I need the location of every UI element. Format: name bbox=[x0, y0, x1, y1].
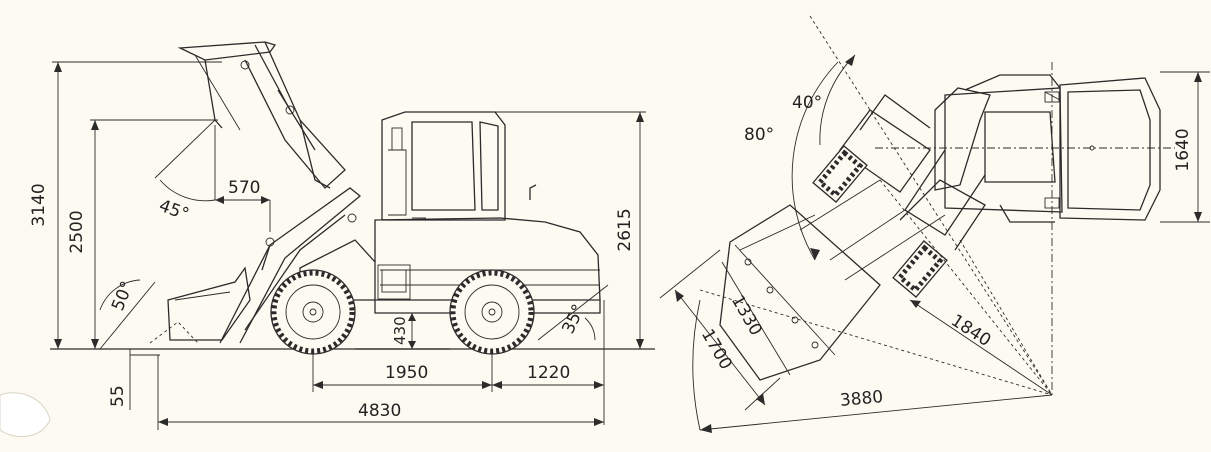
top-wheel-front-left bbox=[812, 145, 868, 203]
cab bbox=[381, 111, 506, 221]
top-machine-straight bbox=[944, 74, 1161, 223]
angle-articulation: 40° bbox=[792, 93, 822, 113]
dim-overall-length: 4830 bbox=[358, 401, 401, 421]
page-curl bbox=[0, 392, 51, 438]
dim-outer-radius-bucket: 1700 bbox=[697, 326, 736, 373]
lowered-bucket bbox=[167, 266, 251, 341]
dim-clearance: 430 bbox=[391, 316, 409, 345]
dim-rear-overhang: 1220 bbox=[527, 363, 570, 383]
top-machine-turned bbox=[719, 87, 991, 381]
dim-bucket-width: 1330 bbox=[727, 292, 766, 339]
raised-boom bbox=[177, 41, 346, 189]
dim-turning-radius: 3880 bbox=[839, 387, 884, 411]
top-wheel-front-right bbox=[892, 240, 948, 298]
dim-height-pin: 2500 bbox=[67, 210, 87, 253]
dim-dig-depth: 55 bbox=[108, 385, 128, 407]
angle-departure: 35° bbox=[558, 301, 589, 337]
lowered-boom bbox=[219, 187, 362, 344]
dim-reach: 570 bbox=[228, 178, 260, 198]
dim-width: 1640 bbox=[1173, 128, 1193, 171]
dig-bucket bbox=[149, 321, 199, 344]
top-view: 40° 80° 1640 1330 1700 1840 3880 bbox=[659, 15, 1210, 433]
angle-swing: 80° bbox=[744, 125, 774, 145]
dim-inner-radius: 1840 bbox=[947, 311, 994, 351]
angle-dump: 45° bbox=[156, 196, 191, 225]
rear-wheel bbox=[449, 269, 535, 355]
dim-wheelbase: 1950 bbox=[385, 363, 428, 383]
dim-height-total: 3140 bbox=[29, 183, 49, 226]
top-bucket bbox=[719, 204, 881, 381]
dim-height-cab: 2615 bbox=[615, 208, 635, 251]
side-view: 3140 2500 2615 570 45° 50° 430 55 1950 1… bbox=[29, 41, 655, 430]
front-wheel bbox=[270, 269, 356, 355]
